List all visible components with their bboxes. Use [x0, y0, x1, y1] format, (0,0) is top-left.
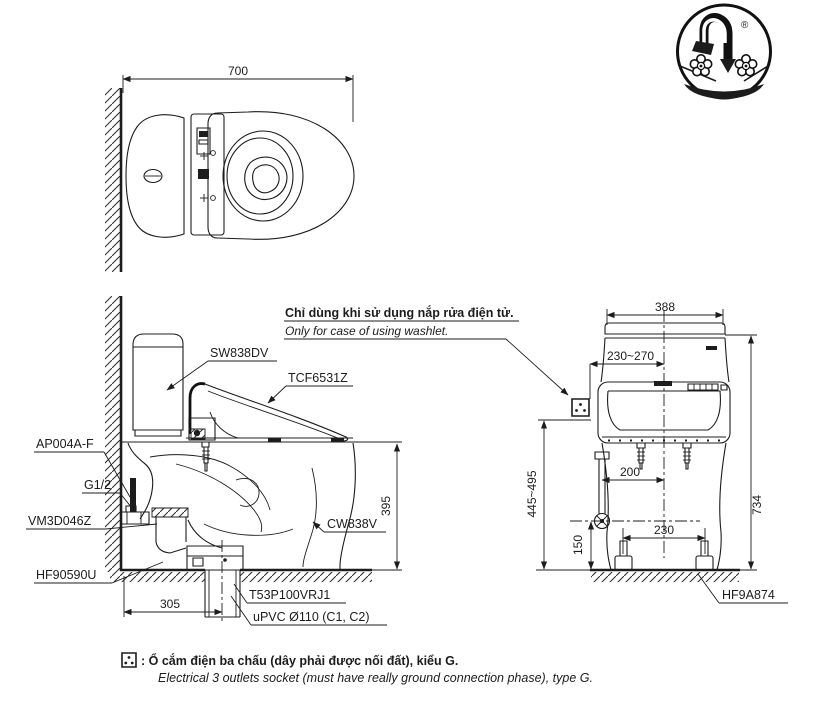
- basin-shape: [684, 84, 764, 100]
- brand-logo: ®: [678, 5, 771, 100]
- dim-rim-height: 395: [379, 496, 393, 516]
- lid-plan: [208, 112, 354, 240]
- valve-gasket: [152, 508, 188, 517]
- label-washlet-model: TCF6531Z: [288, 371, 348, 385]
- supply-pipe: [130, 478, 136, 512]
- dim-bolt-spacing: 230: [654, 523, 674, 537]
- floor-hatch: [240, 572, 372, 582]
- wall-hatch: [105, 88, 121, 272]
- washlet-plan: [191, 114, 224, 235]
- legend-vietnamese: : Ổ cắm điện ba chấu (dây phải được nối …: [141, 653, 458, 668]
- hinge-box: [189, 418, 215, 440]
- flower-icon-right: [735, 55, 756, 76]
- spray-head-icon: [692, 41, 714, 55]
- tank-lid-front: [605, 323, 725, 334]
- tank-side: [133, 334, 183, 430]
- label-bowl-model: CW838V: [327, 517, 378, 531]
- note-vietnamese: Chỉ dùng khi sử dụng nắp rửa điện tử.: [285, 305, 514, 320]
- angle-valve: [121, 512, 149, 524]
- washlet-note: Chỉ dùng khi sử dụng nắp rửa điện tử. On…: [284, 305, 569, 396]
- dim-socket-offset: 230~270: [607, 349, 654, 363]
- note-leader-arrow: [506, 339, 569, 396]
- legend: : Ổ cắm điện ba chấu (dây phải được nối …: [122, 653, 593, 685]
- tank-handle: [706, 346, 717, 350]
- label-inlet: AP004A-F: [36, 437, 94, 451]
- front-view: 388: [525, 300, 788, 603]
- dim-drain-offset: 305: [160, 597, 180, 611]
- label-joint: T53P100VRJ1: [249, 588, 330, 602]
- dim-top-width: 700: [228, 64, 248, 78]
- pedestal-left: [602, 443, 611, 570]
- socket-box: [572, 399, 589, 416]
- bowl-back-outline: [128, 443, 153, 519]
- label-pipe: uPVC Ø110 (C1, C2): [253, 610, 369, 624]
- wall-hatch: [105, 296, 121, 572]
- dim-supply-height: 150: [571, 535, 585, 555]
- label-bolt-cap: HF9A874: [722, 588, 775, 602]
- label-valve: VM3D046Z: [28, 514, 92, 528]
- floor-hatch: [110, 572, 205, 582]
- top-view: 700: [105, 64, 354, 272]
- dim-height-total: 734: [750, 495, 764, 515]
- tank-plan: [126, 115, 184, 237]
- flower-icon-left: [690, 55, 711, 76]
- note-english: Only for case of using washlet.: [285, 324, 448, 338]
- tank-front-left: [601, 338, 605, 382]
- bolt-cap-right: [696, 556, 713, 570]
- floor-hatch: [591, 572, 739, 582]
- dim-front-width: 388: [655, 300, 675, 314]
- control-panel: [197, 128, 210, 154]
- washlet-lid-side: [205, 384, 348, 441]
- label-tank-model: SW838DV: [210, 346, 269, 360]
- drain-joint: [187, 546, 243, 570]
- pedestal-right: [717, 443, 726, 570]
- label-thread: G1/2: [84, 478, 111, 492]
- bolt-cap-left: [615, 556, 632, 570]
- dim-supply-offset: 200: [620, 465, 640, 479]
- control-strip: [688, 384, 718, 390]
- legend-english: Electrical 3 outlets socket (must have r…: [158, 671, 593, 685]
- side-view: 305 395 SW838DV TCF6531Z CW838V AP004A-F…: [26, 296, 402, 625]
- bowl-guard-outer: [245, 157, 287, 199]
- registered-mark: ®: [741, 20, 749, 31]
- washlet-back: [190, 384, 205, 434]
- down-arrow-icon: [720, 59, 736, 73]
- sensor-window: [198, 169, 209, 179]
- bowl-front-outline: [340, 443, 355, 570]
- seat-opening-outer: [223, 131, 303, 221]
- socket-legend-icon: [122, 653, 136, 667]
- dim-socket-height: 445~495: [525, 470, 539, 517]
- label-flange: HF90590U: [36, 568, 96, 582]
- seat-front-face: [608, 391, 721, 430]
- bowl-guard-inner: [253, 165, 280, 193]
- tank-front-right: [725, 338, 729, 382]
- seat-opening-inner: [227, 138, 293, 214]
- flush-button: [144, 170, 162, 183]
